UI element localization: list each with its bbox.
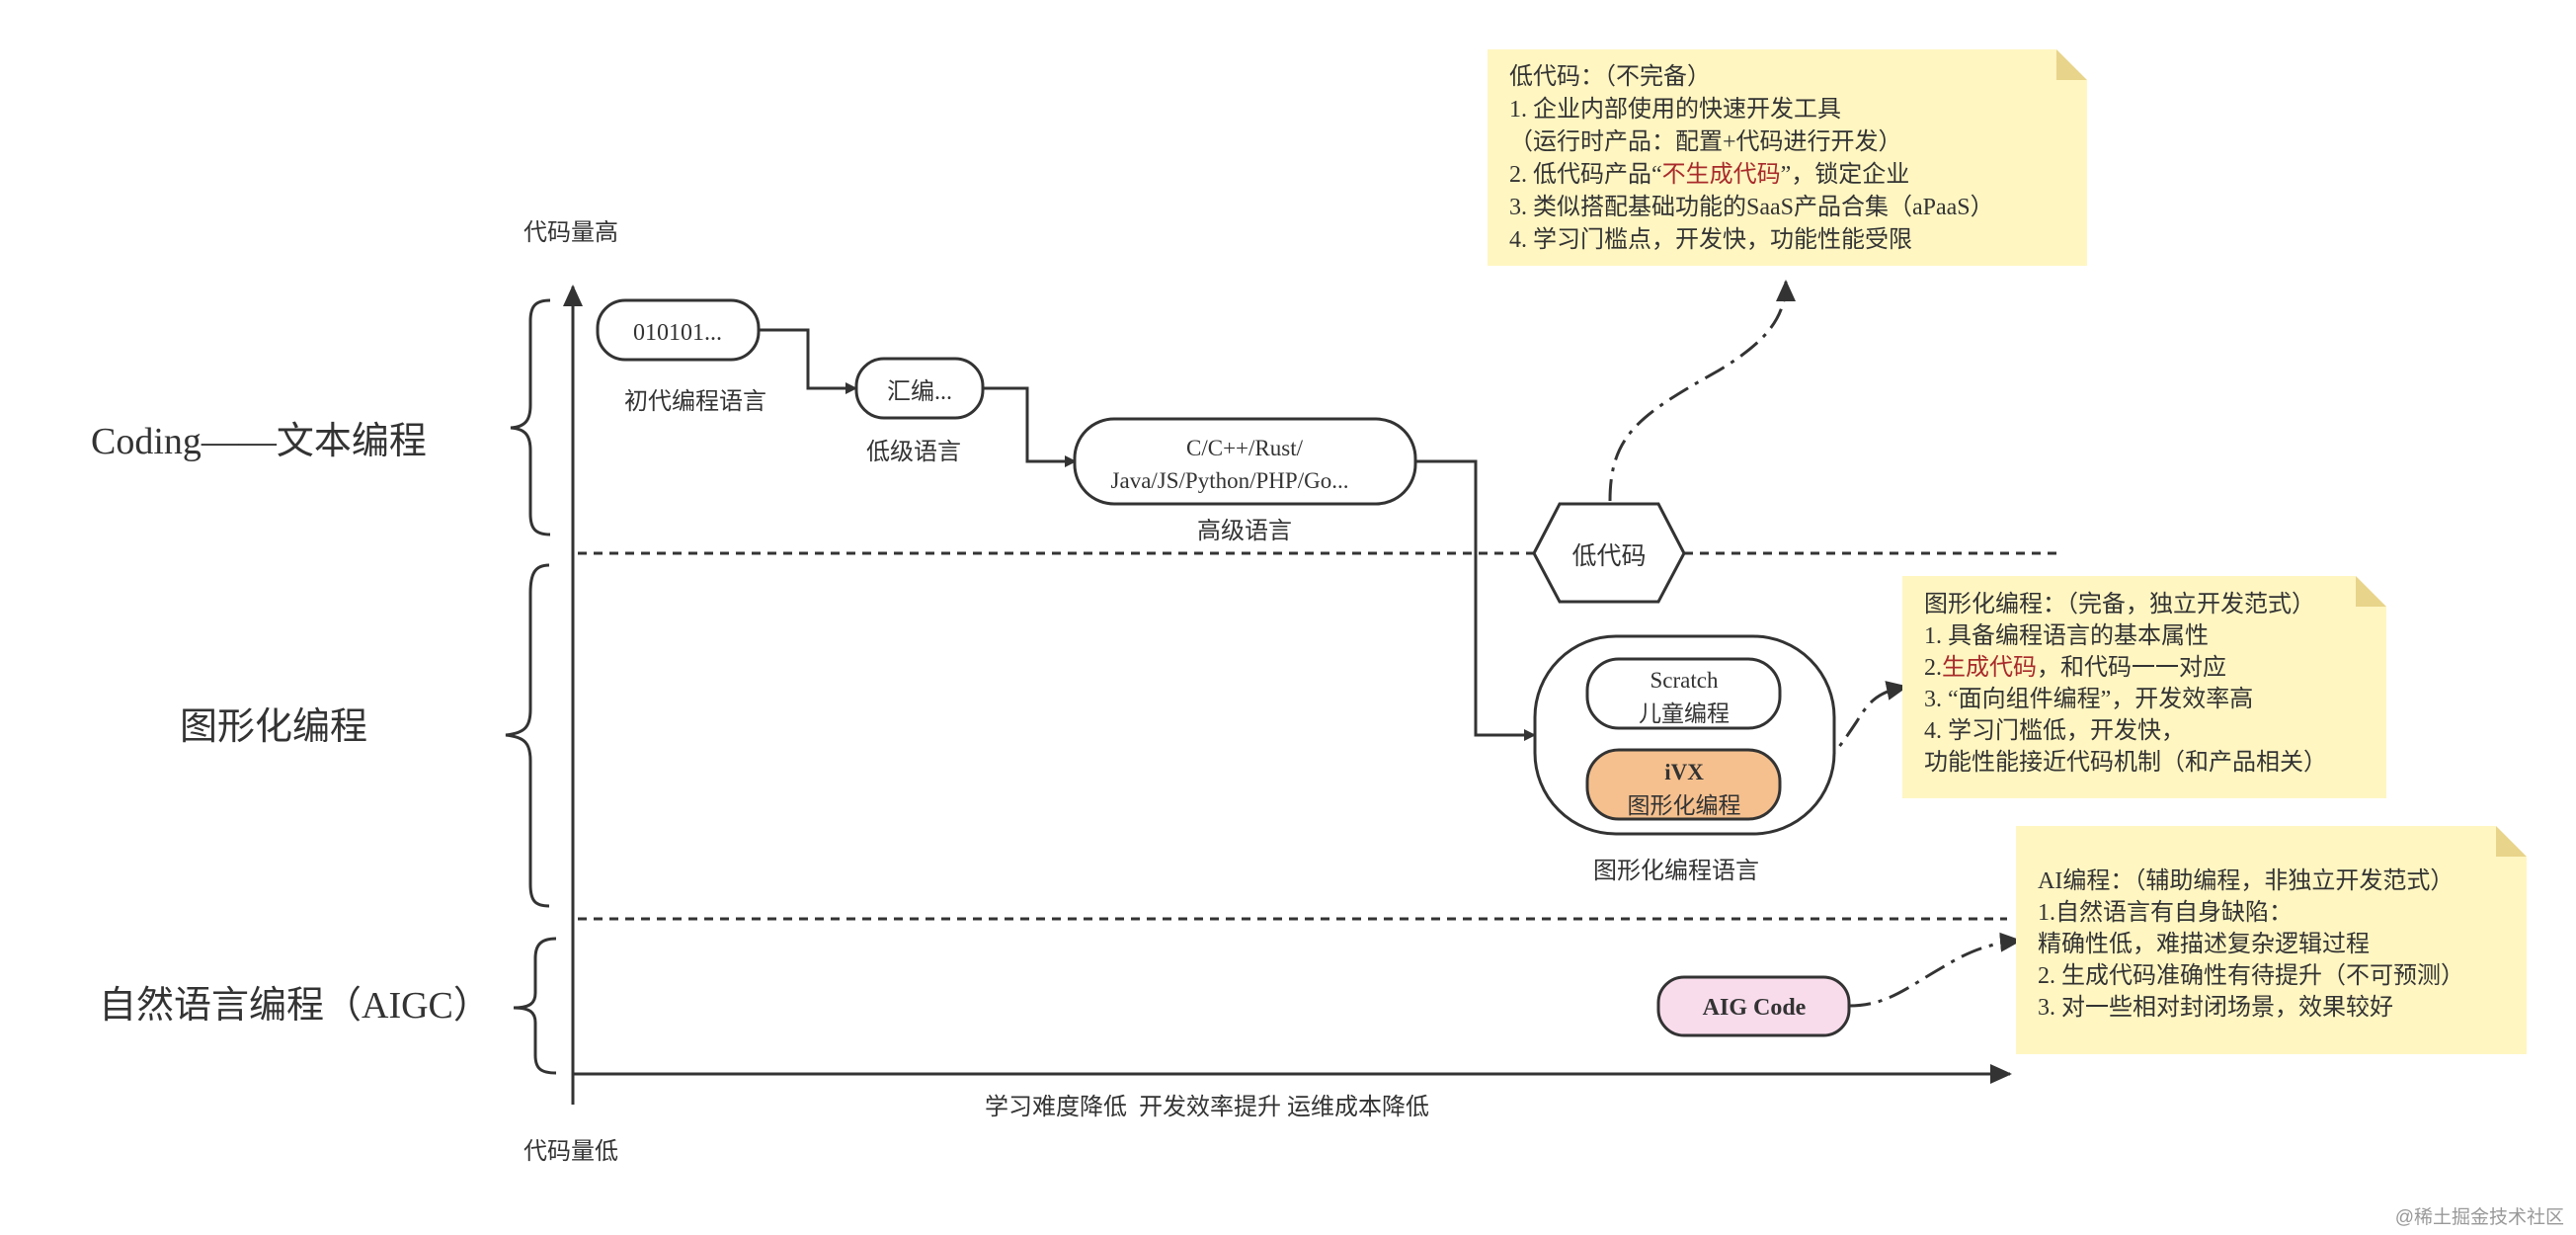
node-ivx-line2: 图形化编程 <box>1628 793 1741 818</box>
note-text: 3. “面向组件编程”，开发效率高 <box>1924 687 2254 712</box>
node-binary-caption: 初代编程语言 <box>624 388 766 415</box>
note-line: 3. 对一些相对封闭场景，效果较好 <box>2038 992 2527 1024</box>
note-text: 3. 对一些相对封闭场景，效果较好 <box>2038 995 2393 1021</box>
node-scratch[interactable]: Scratch 儿童编程 <box>1585 657 1782 730</box>
note-graphic: 图形化编程：（完备，独立开发范式） 1. 具备编程语言的基本属性 2.生成代码，和代… <box>1902 576 2386 798</box>
connector-assembly-highlevel <box>983 386 1077 467</box>
node-highlevel-line1: C/C++/Rust/ <box>1186 436 1304 460</box>
brace-coding <box>510 298 551 536</box>
note-text: （运行时产品：配置+代码进行开发） <box>1509 129 1902 155</box>
node-highlevel[interactable]: C/C++/Rust/ Java/JS/Python/PHP/Go... <box>1073 417 1417 506</box>
note-graphic-body: 图形化编程：（完备，独立开发范式） 1. 具备编程语言的基本属性 2.生成代码，和代… <box>1924 589 2386 779</box>
note-line: 1.自然语言有自身缺陷： <box>2038 897 2527 929</box>
node-aig-code[interactable]: AIG Code <box>1656 975 1851 1037</box>
note-line: 4. 学习门槛点，开发快，功能性能受限 <box>1509 224 2087 257</box>
node-highlevel-line2: Java/JS/Python/PHP/Go... <box>1111 468 1349 493</box>
note-text: 精确性低，难描述复杂逻辑过程 <box>2038 932 2370 957</box>
x-axis-label: 学习难度降低 开发效率提升 运维成本降低 <box>985 1094 1429 1120</box>
note-text: 1.自然语言有自身缺陷： <box>2038 900 2293 926</box>
node-ivx-line1: iVX <box>1664 760 1704 784</box>
note-line: AI编程：（辅助编程，非独立开发范式） <box>2038 865 2527 897</box>
note-line: 2. 生成代码准确性有待提升（不可预测） <box>2038 960 2527 992</box>
note-fold-icon <box>2496 826 2527 857</box>
note-fold-icon <box>2056 49 2087 80</box>
note-line: 2.生成代码，和代码一一对应 <box>1924 652 2386 684</box>
note-line: 低代码：（不完备） <box>1509 61 2087 94</box>
y-axis-top-label: 代码量高 <box>523 219 618 246</box>
node-lowcode[interactable]: 低代码 <box>1532 502 1686 604</box>
note-text: 3. 类似搭配基础功能的SaaS产品合集（aPaaS） <box>1509 195 1994 220</box>
node-graphic-group-caption: 图形化编程语言 <box>1593 858 1759 884</box>
note-text: 图形化编程：（完备，独立开发范式） <box>1924 592 2315 618</box>
node-ivx[interactable]: iVX 图形化编程 <box>1585 748 1782 821</box>
connector-aig-note <box>1848 932 2022 1008</box>
note-text: 2. <box>1924 655 1942 681</box>
note-ai-body: AI编程：（辅助编程，非独立开发范式） 1.自然语言有自身缺陷： 精确性低，难描述复… <box>2038 865 2527 1024</box>
connector-lowcode-note <box>1608 280 1796 502</box>
node-assembly[interactable]: 汇编... <box>854 357 985 420</box>
note-text: 功能性能接近代码机制（和产品相关） <box>1924 750 2327 776</box>
watermark: @稀土掘金技术社区 <box>2394 1207 2564 1228</box>
node-scratch-line1: Scratch <box>1650 668 1719 693</box>
note-line: 图形化编程：（完备，独立开发范式） <box>1924 589 2386 620</box>
connector-highlevel-graphic <box>1415 459 1536 741</box>
note-line: （运行时产品：配置+代码进行开发） <box>1509 126 2087 159</box>
connector-ivx-note <box>1781 681 1908 785</box>
node-scratch-line2: 儿童编程 <box>1639 701 1730 726</box>
note-text: 2. 生成代码准确性有待提升（不可预测） <box>2038 963 2464 989</box>
note-line: 功能性能接近代码机制（和产品相关） <box>1924 747 2386 779</box>
note-line: 1. 具备编程语言的基本属性 <box>1924 620 2386 652</box>
note-line: 3. 类似搭配基础功能的SaaS产品合集（aPaaS） <box>1509 192 2087 224</box>
note-text: 1. 企业内部使用的快速开发工具 <box>1509 97 1841 123</box>
note-line: 3. “面向组件编程”，开发效率高 <box>1924 684 2386 715</box>
note-text: 1. 具备编程语言的基本属性 <box>1924 623 2209 649</box>
node-assembly-caption: 低级语言 <box>866 439 961 465</box>
category-label-graphic: 图形化编程 <box>180 706 367 748</box>
note-line: 1. 企业内部使用的快速开发工具 <box>1509 94 2087 126</box>
note-line: 精确性低，难描述复杂逻辑过程 <box>2038 929 2527 960</box>
highlight-text: 生成代码 <box>1942 655 2037 681</box>
y-axis-bottom-label: 代码量低 <box>523 1138 618 1165</box>
note-text: ”，锁定企业 <box>1780 162 1910 188</box>
note-line: 4. 学习门槛低，开发快， <box>1924 715 2386 747</box>
note-lowcode: 低代码：（不完备） 1. 企业内部使用的快速开发工具 （运行时产品：配置+代码进行开… <box>1488 49 2087 266</box>
brace-natural <box>513 937 557 1075</box>
note-text: 2. 低代码产品“ <box>1509 162 1662 188</box>
note-fold-icon <box>2356 576 2386 607</box>
category-label-natural: 自然语言编程（AIGC） <box>99 985 491 1027</box>
category-label-coding: Coding——文本编程 <box>91 421 427 462</box>
node-assembly-text: 汇编... <box>887 378 952 405</box>
note-line: 2. 低代码产品“不生成代码”，锁定企业 <box>1509 159 2087 192</box>
note-text: 4. 学习门槛低，开发快， <box>1924 718 2185 744</box>
node-highlevel-caption: 高级语言 <box>1197 518 1292 544</box>
node-binary-text: 010101... <box>633 320 722 346</box>
note-ai: AI编程：（辅助编程，非独立开发范式） 1.自然语言有自身缺陷： 精确性低，难描述复… <box>2016 826 2527 1054</box>
node-lowcode-text: 低代码 <box>1571 542 1646 570</box>
brace-graphic <box>505 563 550 908</box>
node-binary[interactable]: 010101... <box>596 298 761 362</box>
connector-binary-assembly <box>759 328 857 394</box>
note-lowcode-body: 低代码：（不完备） 1. 企业内部使用的快速开发工具 （运行时产品：配置+代码进行开… <box>1509 61 2087 257</box>
note-text: 低代码：（不完备） <box>1509 64 1711 90</box>
note-text: ，和代码一一对应 <box>2037 655 2226 681</box>
node-aig-code-text: AIG Code <box>1703 995 1807 1021</box>
note-text: AI编程：（辅助编程，非独立开发范式） <box>2038 868 2455 894</box>
note-text: 4. 学习门槛点，开发快，功能性能受限 <box>1509 227 1912 253</box>
highlight-text: 不生成代码 <box>1661 162 1781 188</box>
